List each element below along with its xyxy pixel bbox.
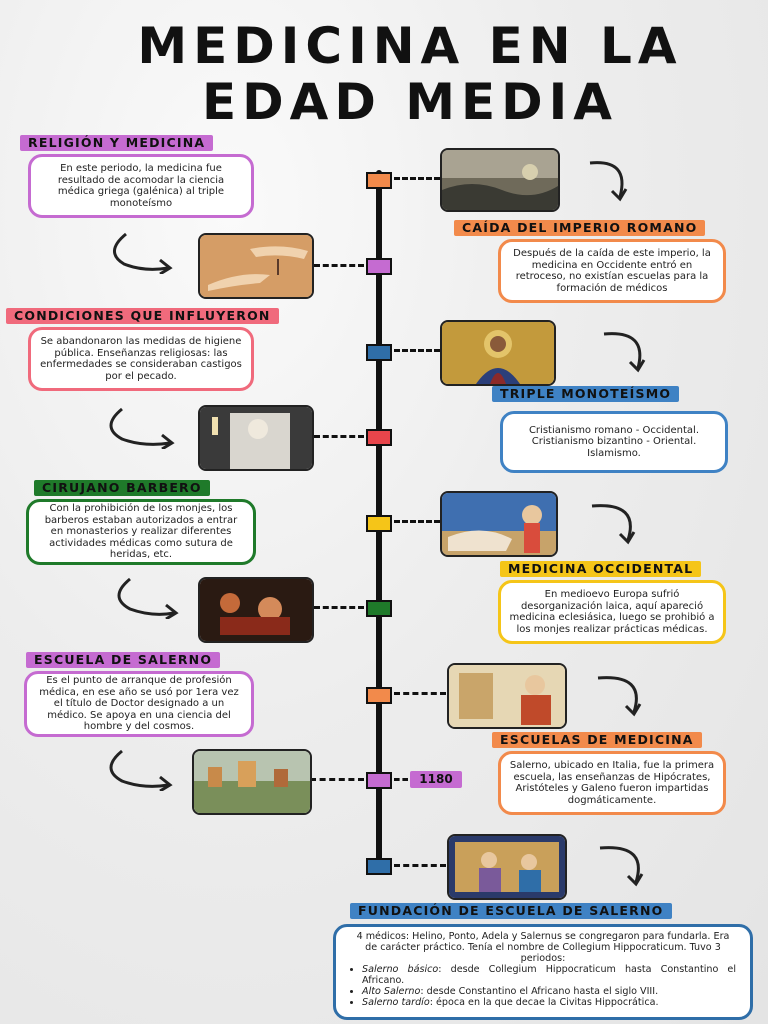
photo-surgery xyxy=(198,577,314,643)
dash-2 xyxy=(314,264,364,267)
box-fundacion: 4 médicos: Helino, Ponto, Adela y Salern… xyxy=(333,924,753,1020)
photo-storm xyxy=(440,148,560,212)
painting-image xyxy=(200,579,312,641)
box-escuelas: Salerno, ubicado en Italia, fue la prime… xyxy=(498,751,726,815)
period-name: Salerno básico xyxy=(362,964,439,975)
box-monoteismo: Cristianismo romano - Occidental. Cristi… xyxy=(500,411,728,473)
label-occidental: MEDICINA OCCIDENTAL xyxy=(500,561,702,577)
curved-arrow-icon xyxy=(597,676,642,717)
painting-image xyxy=(200,235,312,297)
label-fundacion: FUNDACIÓN DE ESCUELA DE SALERNO xyxy=(350,903,672,919)
period-text: : desde Constantino el Africano hasta el… xyxy=(420,986,659,997)
dash-3 xyxy=(394,349,440,352)
title-line-1: Medicina en la xyxy=(137,17,683,75)
box-condiciones: Se abandonaron las medidas de higiene pú… xyxy=(28,327,254,391)
box-imperio: Después de la caída de este imperio, la … xyxy=(498,239,726,303)
period-name: Alto Salerno xyxy=(362,986,421,997)
painting-image xyxy=(200,407,312,469)
text-cirujano: Con la prohibición de los monjes, los ba… xyxy=(44,503,238,561)
dash-1 xyxy=(394,177,440,180)
box-religion: En este periodo, la medicina fue resulta… xyxy=(28,154,254,218)
photo-barber xyxy=(440,491,558,557)
period-name: Salerno tardío xyxy=(362,997,430,1008)
box-occidental: En medioevo Europa sufrió desorganizació… xyxy=(498,580,726,644)
label-imperio: CAÍDA DEL IMPERIO ROMANO xyxy=(454,220,706,236)
node-6 xyxy=(366,600,392,617)
curved-arrow-icon xyxy=(109,407,175,449)
node-2 xyxy=(366,258,392,275)
text-condiciones: Se abandonaron las medidas de higiene pú… xyxy=(40,336,242,382)
year-badge: 1180 xyxy=(410,771,462,788)
text-escuelas: Salerno, ubicado en Italia, fue la prime… xyxy=(509,760,715,806)
node-3 xyxy=(366,344,392,361)
dash-8 xyxy=(310,778,364,781)
photo-christ xyxy=(440,320,556,386)
page-title: Medicina en la Edad Media xyxy=(60,18,760,130)
label-condiciones: CONDICIONES QUE INFLUYERON xyxy=(6,308,279,324)
dash-7 xyxy=(394,692,446,695)
painting-image xyxy=(442,150,558,210)
curved-arrow-icon xyxy=(113,232,173,274)
text-monoteismo: Cristianismo romano - Occidental. Cristi… xyxy=(528,424,700,459)
period-item: Salerno básico: desde Collegium Hippocra… xyxy=(362,964,736,986)
node-1 xyxy=(366,172,392,189)
dash-8b xyxy=(394,778,408,781)
photo-hands xyxy=(198,233,314,299)
text-salerno: Es el punto de arranque de profesión méd… xyxy=(39,675,239,733)
painting-image xyxy=(449,836,565,898)
dash-5 xyxy=(394,520,440,523)
photo-scholar xyxy=(447,663,567,729)
curved-arrow-icon xyxy=(589,161,628,202)
box-salerno: Es el punto de arranque de profesión méd… xyxy=(24,671,254,737)
label-escuelas: ESCUELAS DE MEDICINA xyxy=(492,732,702,748)
dash-9 xyxy=(394,864,446,867)
painting-image xyxy=(449,665,565,727)
node-7 xyxy=(366,687,392,704)
painting-image xyxy=(442,322,554,384)
photo-city xyxy=(192,749,312,815)
label-religion: RELIGIÓN Y MEDICINA xyxy=(20,135,214,151)
painting-image xyxy=(194,751,310,813)
label-cirujano: CIRUJANO BARBERO xyxy=(34,480,210,496)
photo-mourning xyxy=(198,405,314,471)
curved-arrow-icon xyxy=(591,504,636,545)
period-text: : época en la que decae la Civitas Hippo… xyxy=(429,997,659,1008)
dash-4 xyxy=(314,435,364,438)
node-4 xyxy=(366,429,392,446)
label-salerno: ESCUELA DE SALERNO xyxy=(26,652,221,668)
period-item: Salerno tardío: época en la que decae la… xyxy=(362,997,736,1008)
text-religion: En este periodo, la medicina fue resulta… xyxy=(57,163,225,209)
curved-arrow-icon xyxy=(117,577,179,619)
period-item: Alto Salerno: desde Constantino el Afric… xyxy=(362,986,736,997)
text-imperio: Después de la caída de este imperio, la … xyxy=(513,248,711,294)
title-line-2: Edad Media xyxy=(202,73,618,131)
node-5 xyxy=(366,515,392,532)
dash-6 xyxy=(314,606,364,609)
fundacion-periods: Salerno básico: desde Collegium Hippocra… xyxy=(350,964,736,1008)
text-fundacion-intro: 4 médicos: Helino, Ponto, Adela y Salern… xyxy=(356,931,730,964)
label-monoteismo: TRIPLE MONOTEÍSMO xyxy=(492,386,680,402)
curved-arrow-icon xyxy=(599,846,644,887)
box-cirujano: Con la prohibición de los monjes, los ba… xyxy=(26,499,256,565)
painting-image xyxy=(442,493,556,555)
curved-arrow-icon xyxy=(109,749,173,791)
curved-arrow-icon xyxy=(603,332,646,373)
photo-salerno xyxy=(447,834,567,900)
text-occidental: En medioevo Europa sufrió desorganizació… xyxy=(509,589,715,635)
node-8 xyxy=(366,772,392,789)
period-text: : desde Collegium Hippocraticum hasta Co… xyxy=(362,964,737,986)
node-9 xyxy=(366,858,392,875)
